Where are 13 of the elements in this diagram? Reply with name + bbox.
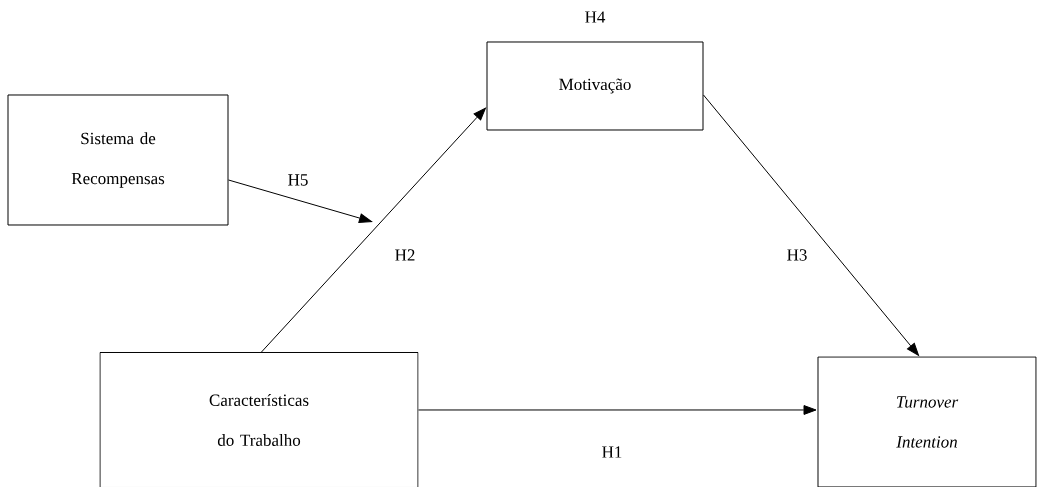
edge-label: H3 (787, 249, 807, 261)
arrow (703, 94, 920, 356)
concept-box: Características do Trabalho (99, 352, 419, 487)
arrow (261, 107, 486, 353)
concept-box: Sistema de Recompensas (7, 94, 229, 226)
concept-box: Motivação (486, 41, 704, 131)
edge-label: H5 (288, 174, 308, 186)
concept-box: Turnover Intention (817, 356, 1037, 487)
hypothesis-label: H4 (585, 11, 606, 23)
arrow (418, 405, 817, 415)
arrow (228, 179, 373, 223)
edge-label: H2 (395, 249, 415, 261)
edge-label: H1 (602, 446, 622, 458)
